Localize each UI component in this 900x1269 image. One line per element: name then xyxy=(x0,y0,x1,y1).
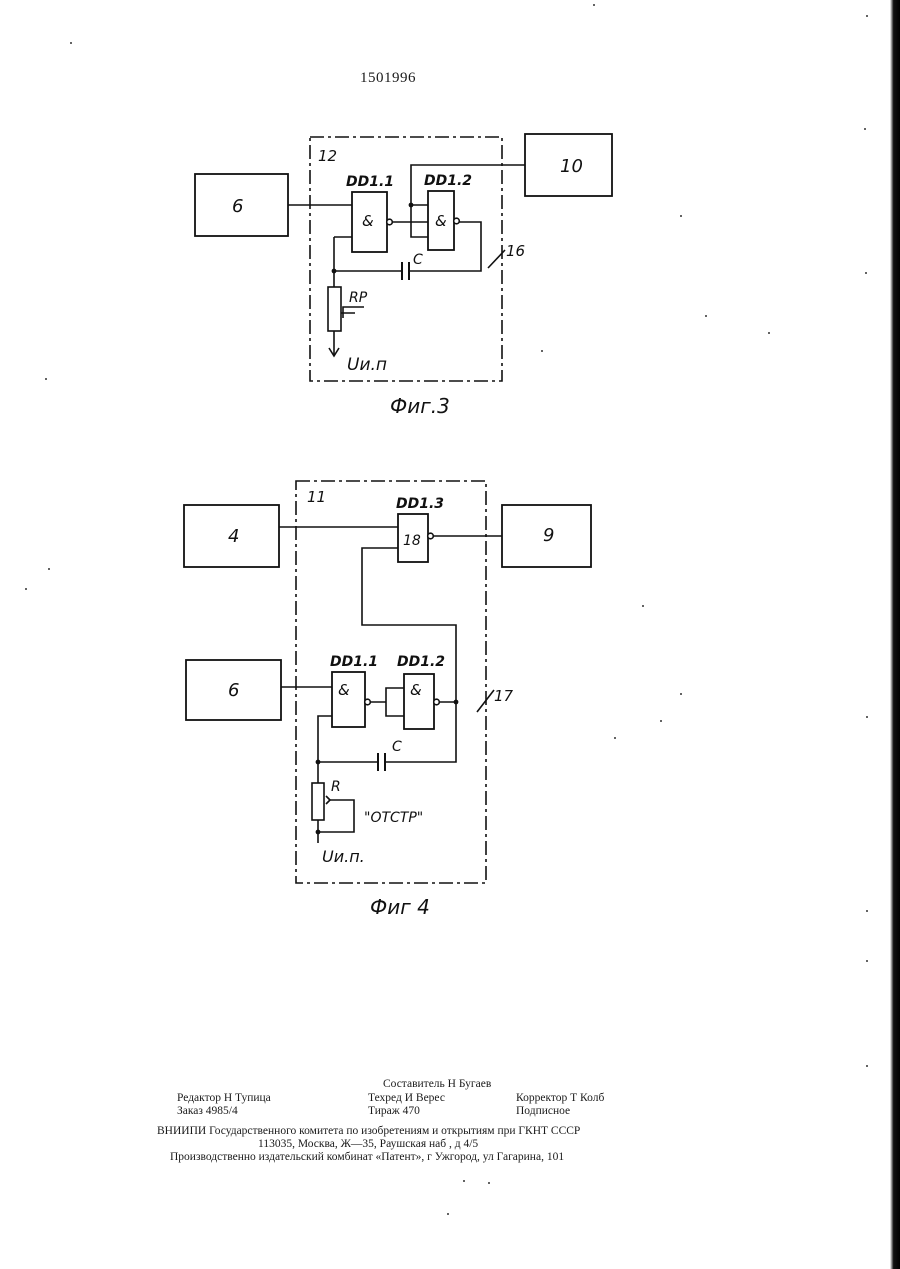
fig3-gate-dd1-1-inverter xyxy=(387,219,393,225)
fig3-wire-gate2-inputs xyxy=(411,205,428,237)
fig3-gate2-symbol: & xyxy=(435,212,447,230)
fig4-gate3-symbol: 18 xyxy=(403,533,421,549)
scan-speck xyxy=(642,605,644,607)
fig4-gate2-symbol: & xyxy=(410,681,422,699)
fig3-capacitor xyxy=(402,262,409,280)
scan-speck xyxy=(463,1180,465,1182)
imprint-corrector: Корректор Т Колб xyxy=(516,1092,604,1105)
fig4-wire-gate3-feedback xyxy=(362,548,456,702)
fig3-capacitor-label: C xyxy=(413,252,423,268)
fig4-gate1-symbol: & xyxy=(338,681,350,699)
scan-speck xyxy=(866,960,868,962)
fig4-gate-dd1-1-inverter xyxy=(365,699,371,705)
imprint-composer: Составитель Н Бугаев xyxy=(383,1078,491,1091)
scan-speck xyxy=(865,272,867,274)
scan-speck xyxy=(705,315,707,317)
scan-speck xyxy=(488,1182,490,1184)
fig3-supply-label: Uи.п xyxy=(347,355,387,375)
fig3-frame-12 xyxy=(310,137,502,381)
scan-speck xyxy=(541,350,543,352)
scan-speck xyxy=(680,215,682,217)
imprint-circulation: Тираж 470 xyxy=(368,1105,420,1118)
fig3-gate-dd1-2-inverter xyxy=(454,218,460,224)
fig4-gate2-name: DD1.2 xyxy=(397,654,445,670)
scan-speck xyxy=(866,716,868,718)
imprint-editor: Редактор Н Тупица xyxy=(177,1092,271,1105)
fig4-resistor-label: R xyxy=(331,779,341,795)
imprint-subscription: Подписное xyxy=(516,1105,570,1118)
imprint-address: 113035, Москва, Ж—35, Раушская наб , д 4… xyxy=(258,1138,478,1151)
fig4-block-4-label: 4 xyxy=(228,526,239,547)
scan-speck xyxy=(614,737,616,739)
fig4-wire-gate1-in2 xyxy=(318,716,332,762)
fig3-callout-label: 16 xyxy=(506,242,525,260)
fig3-block-6-label: 6 xyxy=(232,196,243,217)
fig4-gate1-name: DD1.1 xyxy=(330,654,378,670)
fig4-caption: Фиг 4 xyxy=(370,895,430,919)
fig3-resistor-label: RP xyxy=(349,290,368,306)
fig3-gate1-name: DD1.1 xyxy=(346,174,394,190)
scan-speck xyxy=(593,4,595,6)
fig3-caption: Фиг.3 xyxy=(390,394,450,418)
scan-speck xyxy=(70,42,72,44)
fig4-capacitor xyxy=(378,753,385,771)
scan-speck xyxy=(48,568,50,570)
fig4-supply-label: Uи.п. xyxy=(322,847,365,866)
scan-speck xyxy=(25,588,27,590)
scan-speck xyxy=(864,128,866,130)
fig4-gate-dd1-3-inverter xyxy=(428,533,434,539)
fig4-block-9-label: 9 xyxy=(543,525,554,546)
fig4-callout-label: 17 xyxy=(494,687,514,705)
fig3-frame-label: 12 xyxy=(318,147,337,165)
fig4-gate3-name: DD1.3 xyxy=(396,496,444,512)
fig3-resistor xyxy=(328,287,341,331)
scan-speck xyxy=(660,720,662,722)
figure-3 xyxy=(195,134,612,381)
fig3-gate1-symbol: & xyxy=(362,212,374,230)
scan-speck xyxy=(680,693,682,695)
fig4-resistor-arrow xyxy=(326,796,330,804)
fig4-adjust-label: "ОТСТР" xyxy=(364,810,423,826)
imprint-printer: Производственно издательский комбинат «П… xyxy=(170,1151,564,1164)
imprint-org: ВНИИПИ Государственного комитета по изоб… xyxy=(157,1125,580,1138)
scan-speck xyxy=(866,15,868,17)
fig4-gate-dd1-2-inverter xyxy=(434,699,440,705)
fig3-block-10-label: 10 xyxy=(560,156,583,177)
scan-speck xyxy=(768,332,770,334)
fig4-frame-label: 11 xyxy=(307,488,326,506)
imprint-order: Заказ 4985/4 xyxy=(177,1105,238,1118)
fig4-resistor xyxy=(312,783,324,820)
fig4-capacitor-label: C xyxy=(392,739,402,755)
fig4-block-6-label: 6 xyxy=(228,680,239,701)
scan-speck xyxy=(447,1213,449,1215)
fig4-wire-gate1-to-gate2 xyxy=(370,688,404,716)
scan-speck xyxy=(866,1065,868,1067)
scan-speck xyxy=(45,378,47,380)
fig3-gate2-name: DD1.2 xyxy=(424,173,472,189)
fig3-resistor-tap xyxy=(341,307,364,318)
scan-speck xyxy=(866,910,868,912)
imprint-techred: Техред И Верес xyxy=(368,1092,445,1105)
